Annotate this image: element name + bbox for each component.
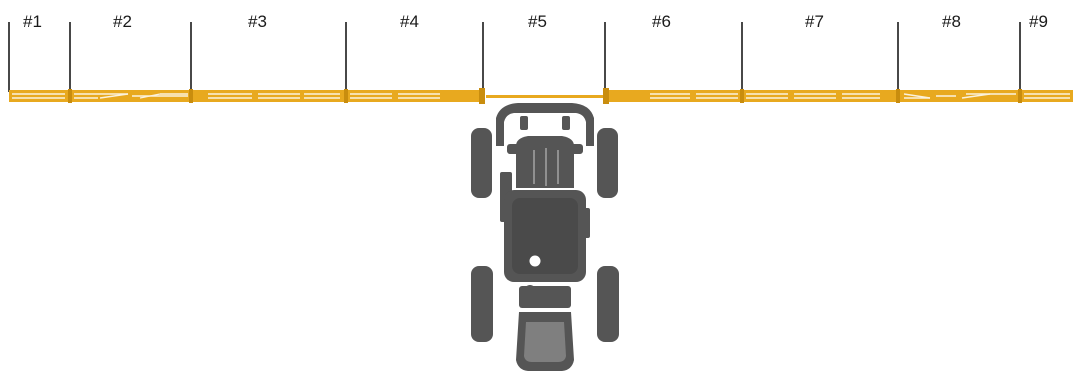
boom-right-arm xyxy=(606,90,1073,102)
section-label-2: #2 xyxy=(113,12,132,31)
section-label-5: #5 xyxy=(528,12,547,31)
boom-left-arm xyxy=(9,90,483,102)
section-dividers xyxy=(9,22,1020,92)
section-label-6: #6 xyxy=(652,12,671,31)
section-label-8: #8 xyxy=(942,12,961,31)
section-label-3: #3 xyxy=(248,12,267,31)
tractor-icon xyxy=(471,103,619,371)
boom-center-arm xyxy=(486,95,603,98)
cab-beacon xyxy=(530,256,541,267)
rear-right-wheel xyxy=(597,266,619,342)
front-right-wheel xyxy=(597,128,618,198)
section-label-7: #7 xyxy=(805,12,824,31)
section-label-1: #1 xyxy=(23,12,42,31)
section-label-4: #4 xyxy=(400,12,419,31)
boom xyxy=(9,88,1073,104)
front-left-wheel xyxy=(471,128,492,198)
section-labels: #1 #2 #3 #4 #5 #6 #7 #8 #9 xyxy=(23,12,1048,31)
rear-left-wheel xyxy=(471,266,493,342)
section-label-9: #9 xyxy=(1029,12,1048,31)
